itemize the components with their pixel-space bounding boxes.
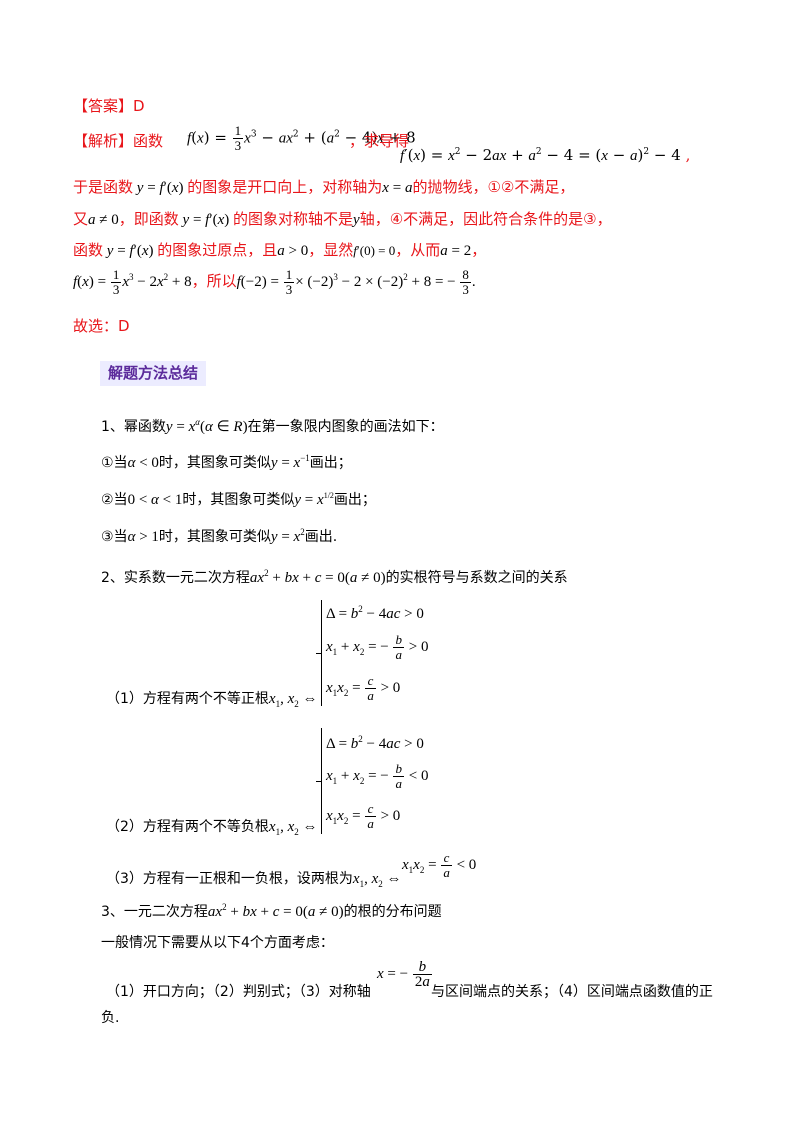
method-text: 1、幂函数 [101,419,166,435]
section-title: 解题方法总结 [100,361,207,386]
method3-factors-cont: 与区间端点的关系；（4）区间端点函数值的正 [431,984,713,1000]
method2-intro: 2、实系数一元二次方程ax2 + bx + c = 0(a ≠ 0)的实根符号与… [101,568,568,586]
method-text: （1）开口方向；（2）判别式；（3）对称轴 [106,984,371,1000]
math-x1-x2-iff: x1, x2 ⇔ [268,691,318,709]
analysis-text: 于是函数 [73,178,134,196]
analysis-line-1: 【解析】函数 [73,134,163,149]
conclusion: 故选：D [73,317,130,335]
method-text: （3）方程有一正根和一负根，设两根为 [106,871,353,887]
method1-case3: ③当α > 1时，其图象可类似y = x2画出. [101,527,338,545]
math-x1-x2-iff: x1, x2 ⇔ [268,819,318,837]
method-text: 的实根符号与系数之间的关系 [385,570,568,586]
analysis-text: 又 [73,210,89,228]
math-y-fprime: y = f′(x) [136,180,188,196]
analysis-derive-text: ，求导得 [349,132,410,150]
system-brace [316,728,322,834]
method1-case2: ②当0 < α < 1时，其图象可类似y = x1/2画出； [101,491,376,508]
method2-case1: （1）方程有两个不等正根x1, x2 ⇔ [106,691,318,709]
method3-intro: 3、一元二次方程ax2 + bx + c = 0(a ≠ 0)的根的分布问题 [101,902,442,920]
math-y: y [353,212,360,228]
method-text: 的根的分布问题 [343,904,442,920]
method-text: 时，其图象可类似 [182,492,295,508]
method-text: ③当 [101,529,128,545]
analysis-text: 函数 [73,241,104,259]
math-y-x-neg1: y = x−1 [270,453,310,471]
analysis-text: ，显然 [308,241,354,259]
math-a-neq-0: a ≠ 0 [88,212,119,228]
analysis-text: ，从而 [395,241,441,259]
method2-case3: （3）方程有一正根和一负根，设两根为x1, x2 ⇔ [106,871,402,889]
math-quadratic-eq: ax2 + bx + c = 0(a ≠ 0) [207,902,344,920]
method1-case1: ①当α < 0时，其图象可类似y = x−1画出； [101,453,352,471]
method-text: 画出. [304,529,338,545]
method-text: （2）方程有两个不等负根 [106,819,269,835]
analysis-text: 的图象过原点，且 [157,241,278,259]
analysis-label: 【解析】 [73,132,134,150]
math-derivative: f′(x) = x2 − 2ax + a2 − 4 = (x − a)2 − 4… [400,146,691,164]
method3-general: 一般情况下需要从以下4个方面考虑： [101,935,334,951]
method-text: 2、实系数一元二次方程 [101,570,250,586]
math-a-gt-0: a > 0 [277,243,309,259]
math-a-gt-1: α > 1 [127,529,159,545]
method-text: 时，其图象可类似 [158,529,271,545]
analysis-text: 函数 [133,132,164,150]
method-text: （1）方程有两个不等正根 [106,691,269,707]
method2-case2: （2）方程有两个不等负根x1, x2 ⇔ [106,819,318,837]
math-y-fprime: y = f′(x) [182,212,234,228]
method3-factors: （1）开口方向；（2）判别式；（3）对称轴 [106,985,371,999]
math-fprime-0: f′(0) = 0 [353,243,396,258]
analysis-text: ，所以 [191,271,237,290]
math-x1-x2-iff: x1, x2 ⇔ [352,871,402,889]
method-text: 在第一象限内图象的画法如下： [247,419,444,435]
analysis-text: 轴，④不满足，因此符合条件的是③， [359,210,612,228]
analysis-line-4: 函数 y = f′(x) 的图象过原点，且a > 0，显然f′(0) = 0，从… [73,241,487,259]
method3-factors-end: 负. [101,1010,120,1026]
analysis-line-3: 又a ≠ 0，即函数 y = f′(x) 的图象对称轴不是y轴，④不满足，因此符… [73,212,612,228]
analysis-line-2: 于是函数 y = f′(x) 的图象是开口向上，对称轴为x = a的抛物线，①②… [73,180,574,196]
method-text: 画出； [309,455,352,471]
method-text: ②当 [101,492,128,508]
method-text: ①当 [101,455,128,471]
answer-label: 【答案】 [73,97,134,115]
method-text: 时，其图象可类似 [158,455,271,471]
math-y-x-half: y = x1/2 [294,491,334,508]
answer-line: 【答案】D [73,99,145,114]
math-y-x-sq: y = x2 [270,527,305,545]
math-quadratic-eq: ax2 + bx + c = 0(a ≠ 0) [249,568,386,586]
analysis-text: 的抛物线，①②不满足， [412,178,575,196]
system-brace [316,600,322,706]
analysis-text: 的图象对称轴不是 [233,210,354,228]
math-a-eq-2: a = 2 [440,243,472,259]
math-0-lt-a-lt-1: 0 < α < 1 [127,492,183,508]
section-title-text: 解题方法总结 [100,361,207,386]
analysis-text: ，即函数 [118,210,179,228]
math-power-function: y = xα(α ∈ R) [165,417,248,435]
analysis-text: 的图象是开口向上，对称轴为 [187,178,383,196]
method-text: 画出； [333,492,376,508]
method1-intro: 1、幂函数y = xα(α ∈ R)在第一象限内图象的画法如下： [101,417,444,435]
method-text: 3、一元二次方程 [101,904,208,920]
math-a-lt-0: α < 0 [127,455,159,471]
answer-value: D [133,97,145,115]
math-y-fprime: y = f′(x) [106,243,158,259]
math-x-eq-a: x = a [382,180,413,196]
